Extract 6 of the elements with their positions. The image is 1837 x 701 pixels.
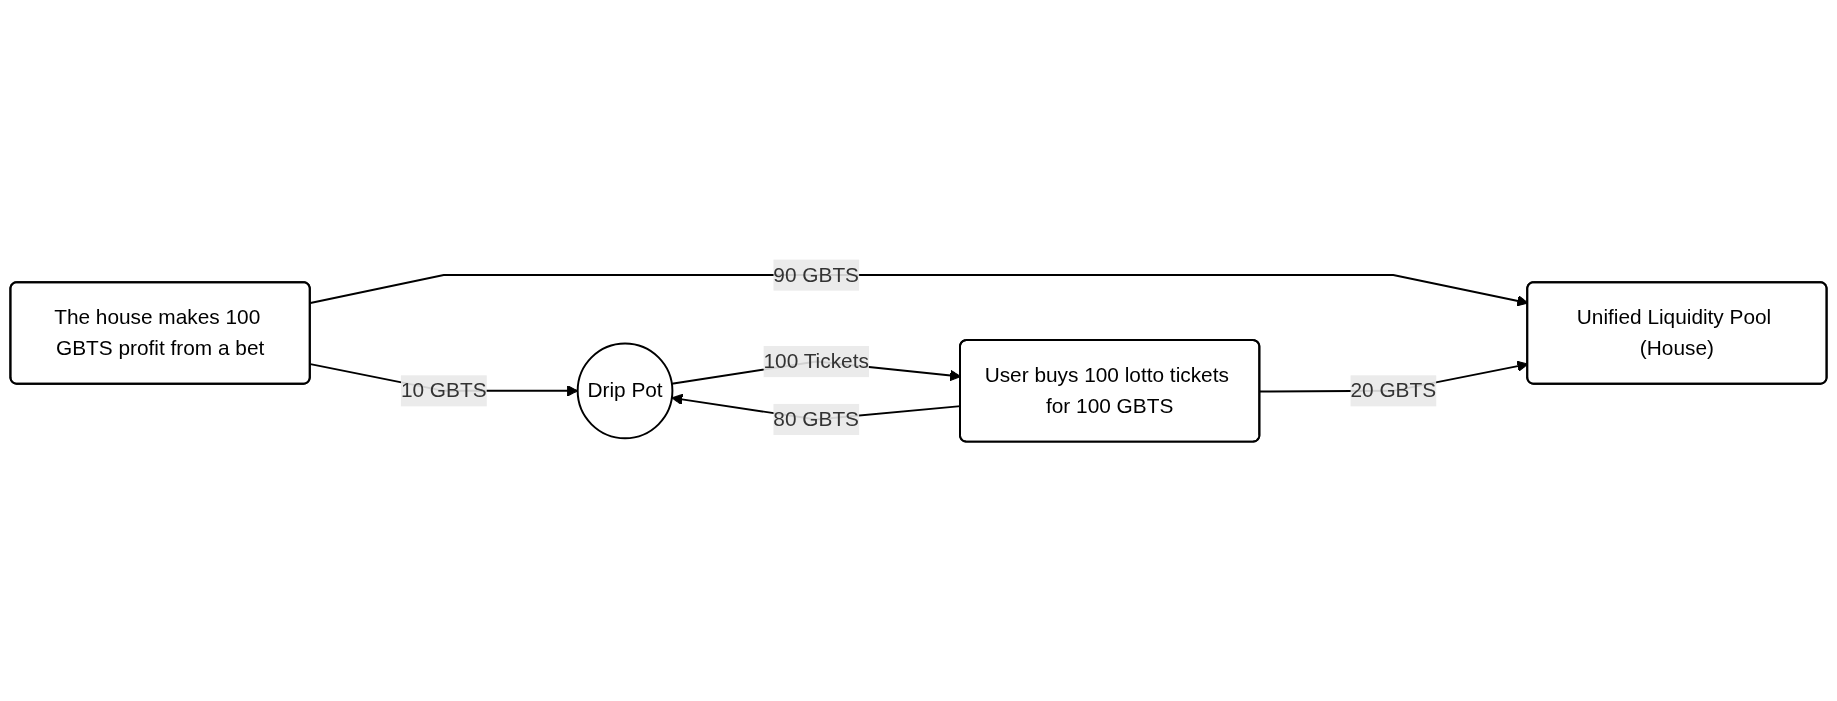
node-circle: Drip Pot: [576, 342, 674, 440]
edge-label: 20 GBTS: [1350, 379, 1437, 402]
edge-label: 100 Tickets: [763, 349, 869, 372]
edge-label: 10 GBTS: [400, 379, 487, 402]
edge-label: 90 GBTS: [773, 263, 860, 286]
edge-label: 80 GBTS: [773, 407, 860, 430]
